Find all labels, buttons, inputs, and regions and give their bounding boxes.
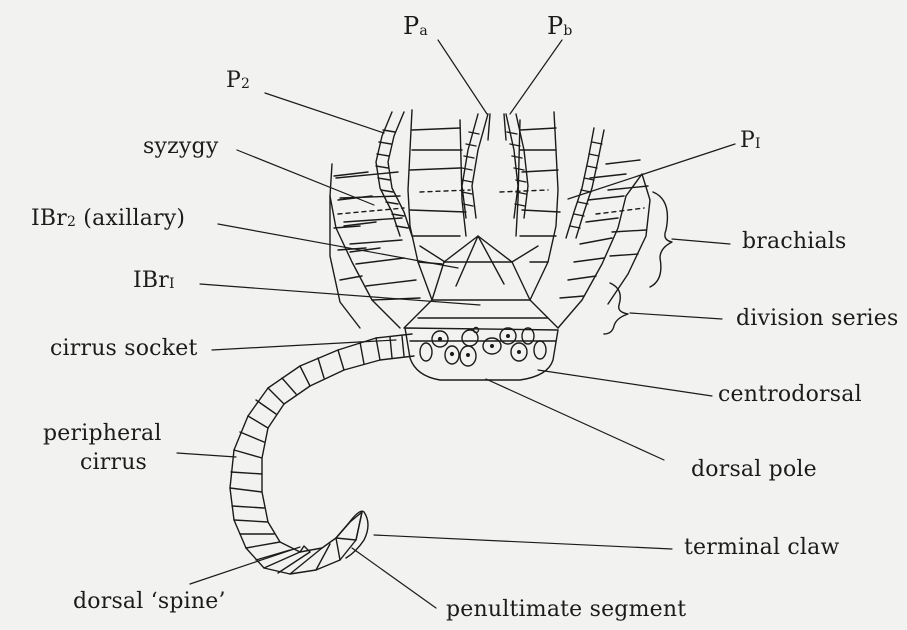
leader-pa [438,40,487,114]
label-cirrus: cirrus [80,452,147,474]
leader-pb [510,40,562,114]
leader-lines [177,40,735,608]
label-ibr2: IBr2 (axillary) [31,208,185,230]
label-terminal-claw: terminal claw [684,537,840,559]
label-cirrus-socket: cirrus socket [50,338,198,360]
cirrus-segments [230,336,404,574]
label-pb: Pb [547,14,573,38]
leader-dorsal-pole [486,379,664,460]
leader-brachials [672,239,730,244]
label-dorsal-spine: dorsal ‘spine’ [73,591,226,613]
label-peripheral: peripheral [43,423,162,445]
leader-peripheral-cirrus [177,453,236,457]
leader-penultimate [352,548,436,608]
label-centrodorsal: centrodorsal [718,384,862,406]
cirrus-outline-inner [262,356,414,552]
centrodorsal-body [405,328,558,381]
label-brachials: brachials [742,231,847,253]
label-penultimate-segment: penultimate segment [446,599,686,621]
label-syzygy: syzygy [143,136,218,158]
leader-terminal-claw [374,535,672,549]
bracket-brachials [650,192,672,287]
label-ibr1: IBrI [133,270,175,292]
label-division-series: division series [736,308,899,330]
leader-division-series [630,313,722,319]
leader-ibr2 [218,224,458,268]
leader-centrodorsal [538,370,712,396]
label-dorsal-pole: dorsal pole [691,459,817,481]
leader-p1 [568,144,735,199]
label-p1: PI [740,130,761,152]
bracket-division-series [604,283,628,334]
label-p2: P2 [226,70,250,92]
penultimate-segment-shape [336,512,362,540]
leader-p2 [265,93,384,133]
division-series-plates [404,236,558,328]
peripheral-cirrus [230,334,414,574]
leader-syzygy [237,150,374,205]
pinnule-p1 [566,128,604,238]
label-pa: Pa [403,14,428,38]
leader-cirrus-socket [212,340,396,350]
